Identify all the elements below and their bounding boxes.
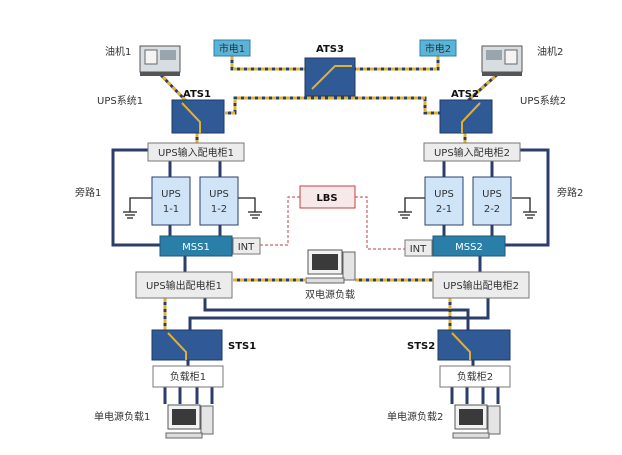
cable-out1-sts2: [203, 298, 470, 330]
mss1-box: [159, 235, 233, 257]
cable-mains2-ats3: [355, 56, 440, 71]
ats3-label: ATS3: [316, 44, 344, 55]
ups-2-2-box: UPS 2-2: [472, 176, 512, 226]
ground-ups22: [512, 197, 537, 219]
generator-2-label: 油机2: [537, 45, 563, 58]
single-load-1-computer-icon: [165, 404, 214, 439]
lbs-link-2: [355, 196, 405, 250]
single-load-2-label: 单电源负载2: [387, 410, 443, 423]
ats1-box: [171, 99, 225, 134]
ups-system-2-label: UPS系统2: [520, 94, 566, 107]
mains-1-label: 市电1: [219, 42, 245, 55]
ups-2-2-label-a: UPS: [482, 189, 502, 200]
ats2-label: ATS2: [451, 89, 479, 100]
sts2-label: STS2: [407, 341, 435, 352]
lbs-label: LBS: [316, 193, 337, 204]
cable-mains1-ats3: [230, 56, 305, 71]
ups-1-1-label-b: 1-1: [163, 204, 179, 215]
ats3-box: [304, 57, 356, 97]
mss2-box: [432, 235, 506, 257]
ups-output-cabinet-1: [135, 271, 233, 299]
cable-ups1-mss1: [168, 225, 222, 236]
load-cabinet-1-label: 负载柜1: [170, 370, 206, 383]
cable-ats3-ats2-stripe: [330, 96, 443, 115]
ups-input-cabinet-1-label: UPS输入配电柜1: [158, 146, 234, 159]
ups-2-2-label-b: 2-2: [484, 204, 500, 215]
bypass-2-label: 旁路2: [557, 186, 583, 199]
generator-2-icon: [481, 45, 523, 76]
cable-ups2-mss2: [442, 225, 494, 236]
ups-2-1-label-a: UPS: [434, 189, 454, 200]
ats3-switch-icon: [311, 65, 352, 90]
ups-2-1-box: UPS 2-1: [424, 176, 464, 226]
mains-1-box: [213, 39, 251, 57]
int-1-box: [232, 237, 261, 255]
int-1-label: INT: [238, 242, 255, 253]
dual-load-label: 双电源负载: [305, 288, 355, 301]
ups-output-cabinet-1-label: UPS输出配电柜1: [146, 279, 222, 292]
lbs-link-1: [260, 196, 300, 246]
ups-1-1-box: UPS 1-1: [151, 176, 191, 226]
generator-1-label: 油机1: [105, 45, 131, 58]
cable-mains1-ats3-stripe: [230, 56, 305, 71]
ups-output-cabinet-2: [432, 271, 530, 299]
ups-input-cabinet-1: [147, 142, 245, 162]
int-2-box: [404, 239, 433, 257]
ups-input-cabinet-2-label: UPS输入配电柜2: [434, 146, 510, 159]
ups-1-1-label-a: UPS: [161, 189, 181, 200]
ups-1-2-box: UPS 1-2: [199, 176, 239, 226]
cable-input2-ups: [442, 160, 494, 177]
ups-1-2-label-a: UPS: [209, 189, 229, 200]
load-cabinet-2: [439, 365, 511, 388]
ups-2-1-label-b: 2-1: [436, 204, 452, 215]
mss2-label: MSS2: [455, 242, 483, 253]
ground-ups12: [238, 197, 262, 219]
load-cabinet-2-label: 负载柜2: [457, 370, 493, 383]
sts2-switch-icon: [451, 332, 471, 360]
lbs-box: [299, 185, 356, 209]
dual-load-computer-icon: [305, 249, 356, 284]
cable-bypass1: [111, 148, 160, 247]
load-cabinet-1: [152, 365, 224, 388]
ground-ups21: [398, 197, 425, 219]
ats1-label: ATS1: [183, 89, 211, 100]
cable-bypass2: [505, 148, 550, 247]
single-load-1-label: 单电源负载1: [94, 410, 150, 423]
ups-system-1-label: UPS系统1: [97, 94, 143, 107]
int-2-label: INT: [410, 244, 427, 255]
sts1-label: STS1: [228, 341, 256, 352]
single-load-2-computer-icon: [452, 404, 501, 439]
cable-gen2-ats2-stripe: [462, 70, 501, 107]
mains-2-box: [419, 39, 457, 57]
ats2-switch-icon: [461, 102, 481, 133]
mss1-label: MSS1: [182, 242, 210, 253]
ups-1-2-label-b: 1-2: [211, 204, 227, 215]
sts1-switch-icon: [167, 332, 187, 360]
mains-2-label: 市电2: [425, 42, 451, 55]
cable-out2-sts1: [188, 298, 490, 330]
bypass-1-label: 旁路1: [75, 186, 101, 199]
ground-ups11: [123, 197, 152, 219]
ats1-switch-icon: [181, 102, 201, 133]
ups-output-cabinet-2-label: UPS输出配电柜2: [443, 279, 519, 292]
ups-input-cabinet-2: [423, 142, 521, 162]
generator-1-icon: [139, 45, 181, 76]
cable-load1-feeders: [163, 387, 214, 404]
cable-mains2-ats3-stripe: [355, 56, 440, 71]
sts2-box: [437, 329, 511, 361]
cable-input1-ups: [168, 160, 222, 177]
cable-load2-feeders: [450, 387, 500, 404]
